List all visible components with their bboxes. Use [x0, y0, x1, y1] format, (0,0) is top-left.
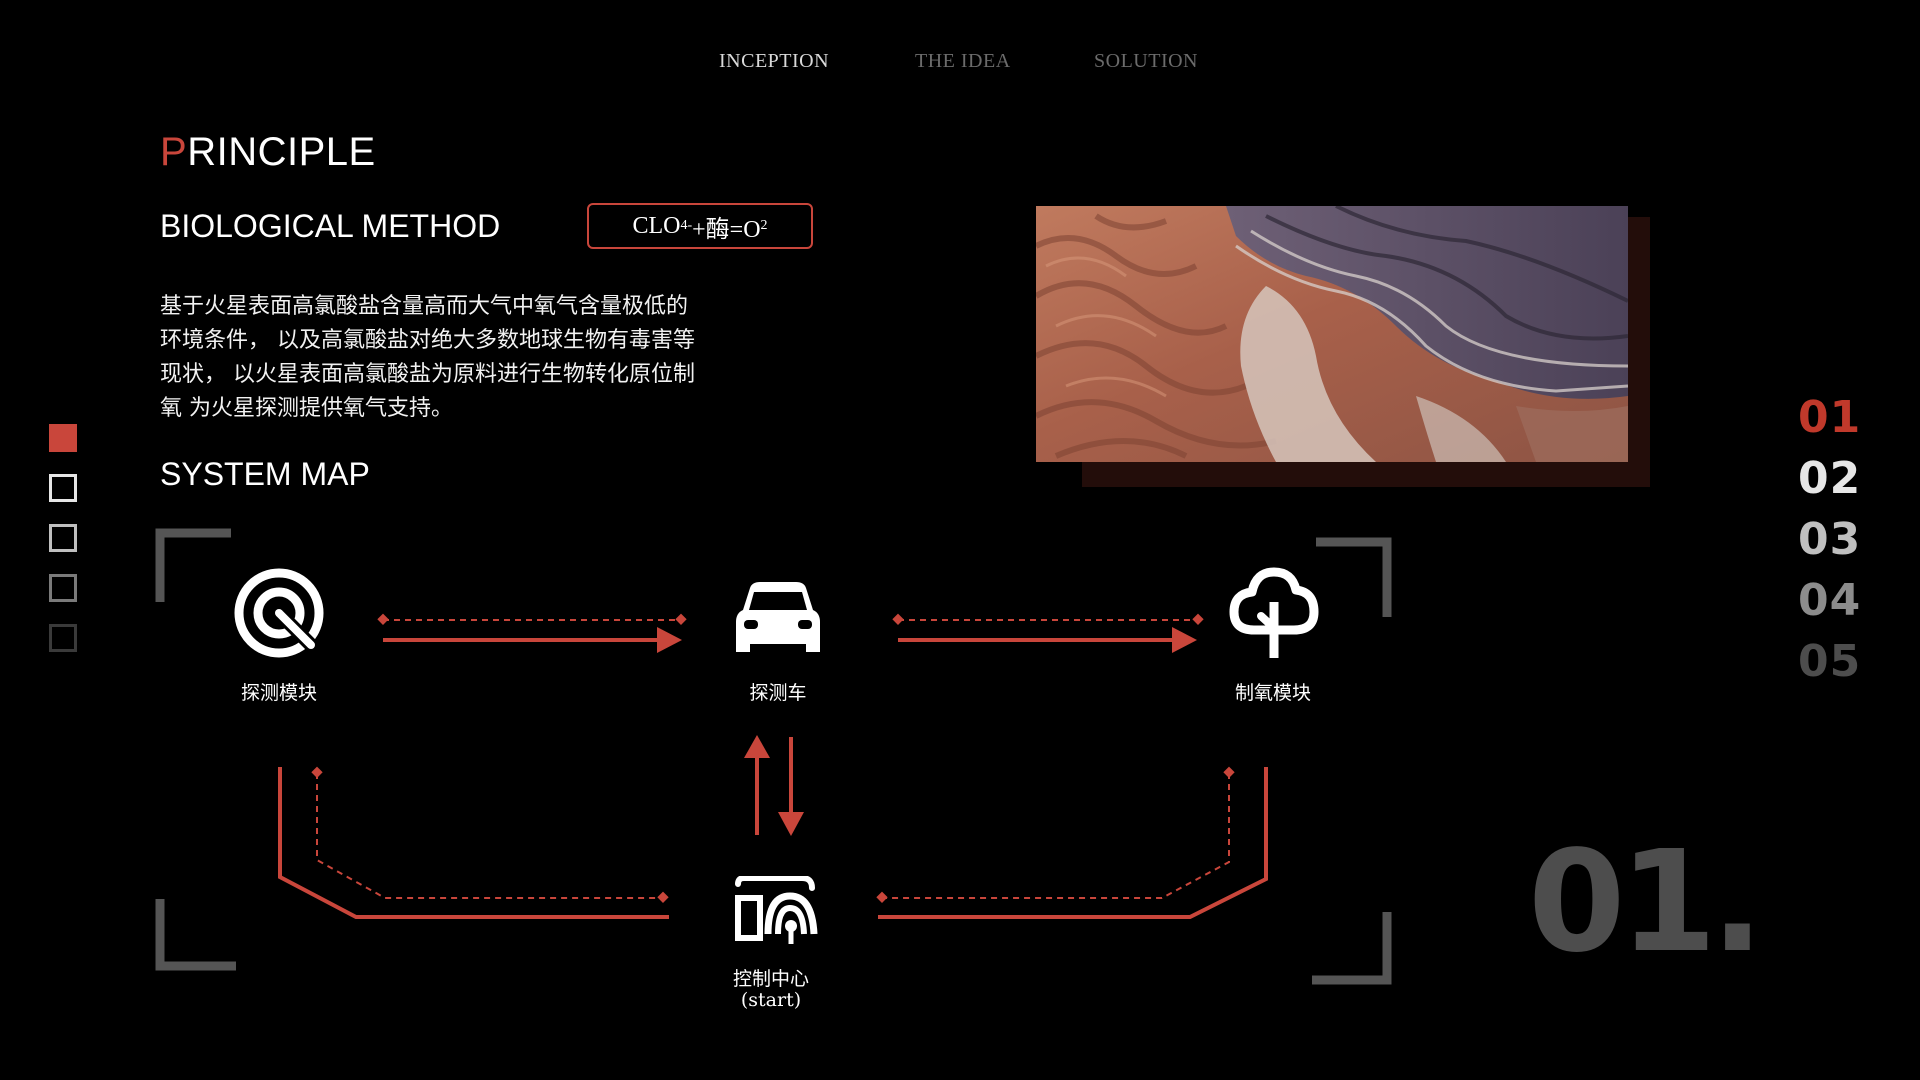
tree-icon[interactable] [1228, 566, 1320, 664]
arrow-head [744, 735, 770, 758]
side-nav-square-1[interactable] [49, 424, 77, 452]
dash-end [675, 613, 687, 625]
page-title-first-letter: P [160, 130, 188, 174]
current-page-number: 01. [1528, 821, 1764, 984]
dash-end [892, 613, 904, 625]
formula-a: CLO [632, 212, 681, 239]
dashed-link-detect-control [316, 773, 663, 899]
description-text: 基于火星表面高氯酸盐含量高而大气中氧气含量极低的 环境条件， 以及高氯酸盐对绝大… [160, 290, 760, 426]
description-line: 氧 为火星探测提供氧气支持。 [160, 396, 453, 421]
node-label-oxygen: 制氧模块 [1234, 682, 1311, 704]
nav-solution[interactable]: SOLUTION [1094, 50, 1198, 72]
node-label-detect: 探测模块 [240, 682, 317, 704]
page-number-03[interactable]: 03 [1798, 514, 1862, 565]
formula-a-sub: 4 [680, 218, 688, 233]
corner-brackets [155, 528, 1392, 985]
arrow-head [657, 627, 682, 653]
formula-b: +酶=O [692, 216, 761, 243]
side-nav-square-3[interactable] [49, 524, 77, 552]
side-nav-square-4[interactable] [49, 574, 77, 602]
signal-antenna-icon[interactable] [734, 875, 818, 950]
dash-end [1192, 613, 1204, 625]
node-label-control: 控制中心 [732, 968, 809, 990]
arrow-head [1172, 627, 1197, 653]
link-oxygen-control [878, 767, 1268, 919]
dash-end [1223, 766, 1235, 778]
page-title: PRINCIPLE [160, 130, 376, 175]
side-nav-square-2[interactable] [49, 474, 77, 502]
nav-the-idea[interactable]: THE IDEA [915, 50, 1011, 72]
system-map-heading: SYSTEM MAP [160, 456, 370, 492]
bracket-top-right [1316, 537, 1392, 617]
mars-surface-image [1036, 206, 1628, 462]
dash-end [377, 613, 389, 625]
formula-a-sup: - [687, 218, 693, 233]
description-line: 基于火星表面高氯酸盐含量高而大气中氧气含量极低的 [160, 294, 689, 319]
link-detect-control [278, 767, 669, 919]
car-icon[interactable] [736, 580, 820, 658]
bracket-bottom-left [155, 899, 236, 971]
dash-end [876, 891, 888, 903]
side-nav-square-5[interactable] [49, 624, 77, 652]
node-label-control-start: (start) [740, 989, 802, 1011]
dashed-link-oxygen-control [882, 773, 1230, 899]
bracket-bottom-right [1312, 912, 1392, 985]
page-number-01[interactable]: 01 [1798, 392, 1862, 443]
page-number-02[interactable]: 02 [1798, 453, 1862, 504]
page-title-rest: RINCIPLE [187, 130, 376, 174]
bracket-top-left [155, 528, 231, 602]
formula-b-sub: 2 [760, 218, 768, 233]
node-label-rover: 探测车 [749, 682, 807, 704]
dash-end [657, 891, 669, 903]
arrow-head [778, 812, 804, 836]
page-number-05[interactable]: 05 [1798, 636, 1862, 687]
dash-end [311, 766, 323, 778]
top-nav: INCEPTION THE IDEA SOLUTION [0, 50, 1920, 82]
description-line: 现状， 以火星表面高氯酸盐为原料进行生物转化原位制 [160, 362, 695, 387]
page-number-04[interactable]: 04 [1798, 575, 1862, 626]
radar-target-icon[interactable] [233, 567, 325, 663]
description-line: 环境条件， 以及高氯酸盐对绝大多数地球生物有毒害等 [160, 328, 695, 353]
biological-method-heading: BIOLOGICAL METHOD [160, 208, 501, 244]
nav-inception[interactable]: INCEPTION [719, 50, 830, 72]
